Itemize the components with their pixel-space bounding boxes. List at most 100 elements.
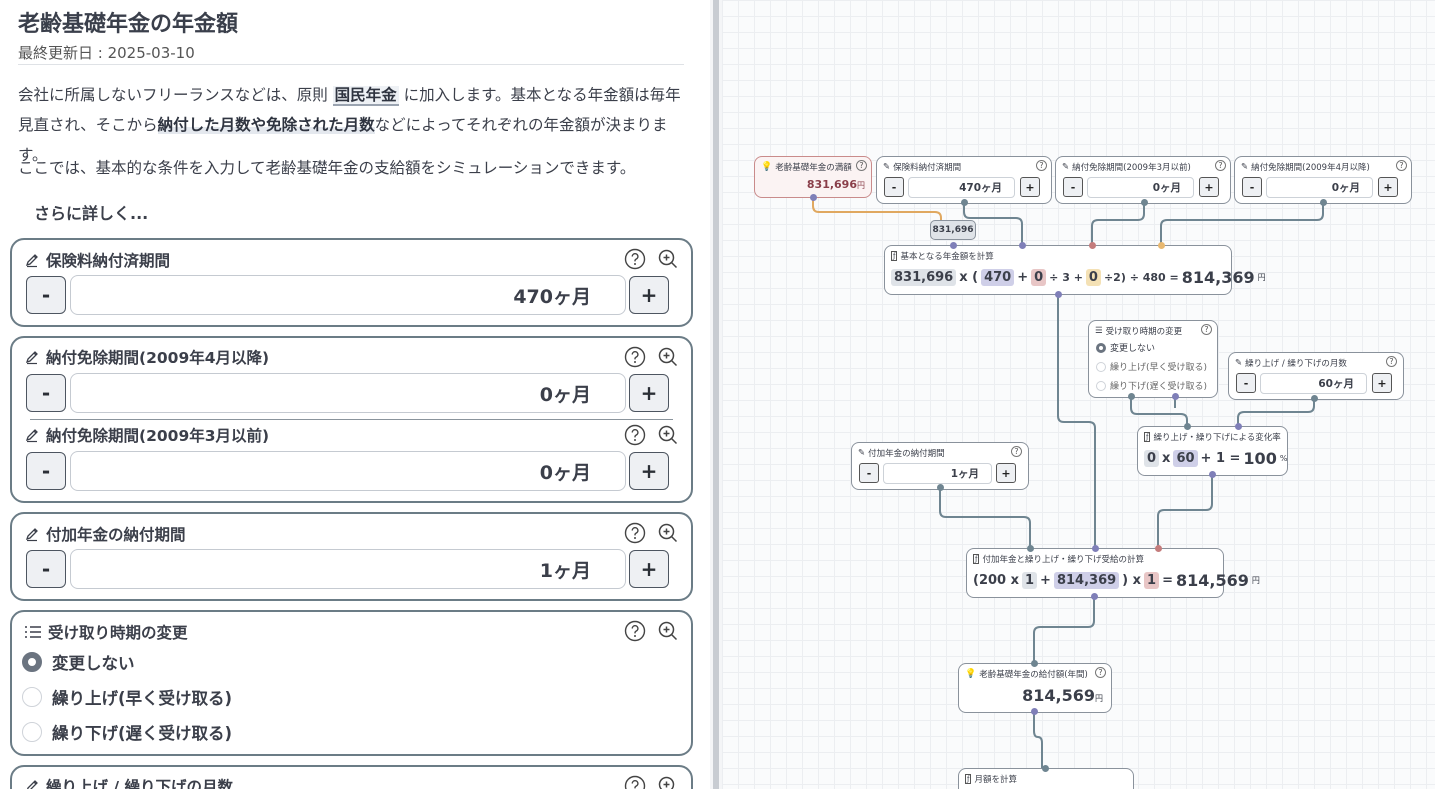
paid-period-input[interactable]: 470ヶ月 bbox=[70, 275, 626, 315]
port-dot[interactable] bbox=[937, 484, 944, 491]
radio-selected[interactable] bbox=[1096, 342, 1106, 353]
port-dot[interactable] bbox=[1158, 242, 1165, 249]
increment-button[interactable]: + bbox=[629, 374, 669, 412]
port-dot[interactable] bbox=[1031, 660, 1038, 667]
decrement-button[interactable]: - bbox=[1242, 177, 1262, 197]
port-dot[interactable] bbox=[1055, 291, 1062, 298]
help-icon[interactable]: ? bbox=[1386, 356, 1397, 367]
port-dot[interactable] bbox=[1172, 393, 1179, 400]
node-label: ✎納付免除期間(2009年3月以前) bbox=[1062, 161, 1191, 173]
paid-period-value[interactable]: 470ヶ月 bbox=[908, 177, 1015, 198]
port-dot[interactable] bbox=[1141, 199, 1148, 206]
exempt-after-value[interactable]: 0ヶ月 bbox=[1266, 177, 1373, 198]
port-dot[interactable] bbox=[1019, 242, 1026, 249]
help-icon[interactable]: ? bbox=[1036, 160, 1047, 171]
increment-button[interactable]: + bbox=[629, 550, 669, 588]
radio-unselected[interactable] bbox=[22, 687, 42, 707]
help-icon[interactable] bbox=[624, 248, 646, 270]
addon-period-input[interactable]: 1ヶ月 bbox=[70, 549, 626, 589]
card-label-text: 付加年金の納付期間 bbox=[46, 526, 186, 544]
port-dot[interactable] bbox=[950, 242, 957, 249]
increment-button[interactable]: + bbox=[1020, 177, 1040, 197]
node-exempt-before[interactable]: ✎納付免除期間(2009年3月以前) ? - 0ヶ月 + bbox=[1055, 156, 1231, 204]
help-icon[interactable] bbox=[624, 620, 646, 642]
increment-button[interactable]: + bbox=[1372, 373, 1392, 393]
port-dot[interactable] bbox=[1128, 393, 1135, 400]
node-shift-months[interactable]: ✎繰り上げ / 繰り下げの月数 ? - 60ヶ月 + bbox=[1228, 352, 1404, 400]
port-dot[interactable] bbox=[1092, 545, 1099, 552]
zoom-in-icon[interactable] bbox=[657, 775, 679, 789]
increment-button[interactable]: + bbox=[629, 452, 669, 490]
radio-unselected[interactable] bbox=[22, 722, 42, 742]
node-timing[interactable]: ☰受け取り時期の変更 ? 変更しない 繰り上げ(早く受け取る) 繰り下げ(遅く受… bbox=[1088, 320, 1218, 398]
port-dot[interactable] bbox=[961, 199, 968, 206]
exempt-before-value[interactable]: 0ヶ月 bbox=[1087, 177, 1194, 198]
flow-canvas[interactable]: 831,696 💡老齢基礎年金の満額 ? 831,696円 ✎保険料納付済期間 … bbox=[722, 0, 1435, 789]
port-dot[interactable] bbox=[1031, 708, 1038, 715]
port-dot[interactable] bbox=[1042, 765, 1049, 772]
port-dot[interactable] bbox=[1027, 545, 1034, 552]
port-dot[interactable] bbox=[1155, 545, 1162, 552]
zoom-in-icon[interactable] bbox=[657, 522, 679, 544]
port-dot[interactable] bbox=[1209, 471, 1216, 478]
increment-button[interactable]: + bbox=[629, 276, 669, 314]
decrement-button[interactable]: - bbox=[26, 374, 66, 412]
decrement-button[interactable]: - bbox=[884, 177, 904, 197]
resize-bar[interactable] bbox=[713, 0, 719, 789]
node-annual-amount[interactable]: 💡老齢基礎年金の給付額(年間) ? 814,569円 bbox=[958, 663, 1112, 713]
help-icon[interactable]: ? bbox=[1011, 446, 1022, 457]
decrement-button[interactable]: - bbox=[859, 463, 879, 483]
help-icon[interactable] bbox=[624, 424, 646, 446]
zoom-in-icon[interactable] bbox=[657, 346, 679, 368]
port-dot[interactable] bbox=[1089, 242, 1096, 249]
decrement-button[interactable]: - bbox=[26, 550, 66, 588]
radio-selected[interactable] bbox=[22, 652, 42, 672]
radio-no-change[interactable]: 変更しない bbox=[22, 650, 135, 674]
node-full-amount[interactable]: 💡老齢基礎年金の満額 ? 831,696円 bbox=[754, 156, 872, 198]
decrement-button[interactable]: - bbox=[1236, 373, 1256, 393]
help-icon[interactable]: ? bbox=[1095, 667, 1106, 678]
port-dot[interactable] bbox=[1320, 199, 1327, 206]
node-exempt-after[interactable]: ✎納付免除期間(2009年4月以降) ? - 0ヶ月 + bbox=[1234, 156, 1412, 204]
shift-months-value[interactable]: 60ヶ月 bbox=[1260, 373, 1367, 394]
decrement-button[interactable]: - bbox=[26, 276, 66, 314]
zoom-in-icon[interactable] bbox=[657, 620, 679, 642]
exempt-before-input[interactable]: 0ヶ月 bbox=[70, 451, 626, 491]
help-icon[interactable]: ? bbox=[856, 160, 867, 171]
radio-late[interactable]: 繰り下げ(遅く受け取る) bbox=[22, 720, 232, 744]
port-dot[interactable] bbox=[1235, 423, 1242, 430]
addon-period-value[interactable]: 1ヶ月 bbox=[883, 463, 992, 484]
zoom-in-icon[interactable] bbox=[657, 248, 679, 270]
node-addon-period[interactable]: ✎付加年金の納付期間 ? - 1ヶ月 + bbox=[851, 442, 1029, 490]
port-dot[interactable] bbox=[1184, 423, 1191, 430]
increment-button[interactable]: + bbox=[996, 463, 1016, 483]
radio-unselected[interactable] bbox=[1096, 380, 1106, 391]
help-icon[interactable] bbox=[624, 522, 646, 544]
exempt-after-input[interactable]: 0ヶ月 bbox=[70, 373, 626, 413]
help-icon[interactable]: ? bbox=[1201, 324, 1212, 335]
decrement-button[interactable]: - bbox=[26, 452, 66, 490]
radio-early[interactable]: 繰り上げ(早く受け取る) bbox=[22, 685, 232, 709]
port-dot[interactable] bbox=[1091, 593, 1098, 600]
port-dot[interactable] bbox=[810, 194, 817, 201]
radio-early[interactable]: 繰り上げ(早く受け取る) bbox=[1096, 360, 1207, 373]
increment-button[interactable]: + bbox=[1378, 177, 1398, 197]
help-icon[interactable] bbox=[624, 346, 646, 368]
help-icon[interactable]: ? bbox=[1215, 160, 1226, 171]
increment-button[interactable]: + bbox=[1199, 177, 1219, 197]
radio-no-change[interactable]: 変更しない bbox=[1096, 341, 1155, 354]
port-dot[interactable] bbox=[1311, 395, 1318, 402]
term-link-kokumin-nenkin[interactable]: 国民年金 bbox=[332, 86, 399, 106]
radio-unselected[interactable] bbox=[1096, 361, 1106, 372]
zoom-in-icon[interactable] bbox=[657, 424, 679, 446]
radio-late[interactable]: 繰り下げ(遅く受け取る) bbox=[1096, 379, 1207, 392]
node-paid-period[interactable]: ✎保険料納付済期間 ? - 470ヶ月 + bbox=[876, 156, 1052, 204]
help-icon[interactable] bbox=[624, 775, 646, 789]
decrement-button[interactable]: - bbox=[1063, 177, 1083, 197]
panel-resize-handle[interactable] bbox=[710, 0, 722, 789]
more-details-toggle[interactable]: さらに詳しく... bbox=[34, 204, 149, 223]
help-icon[interactable]: ? bbox=[1396, 160, 1407, 171]
